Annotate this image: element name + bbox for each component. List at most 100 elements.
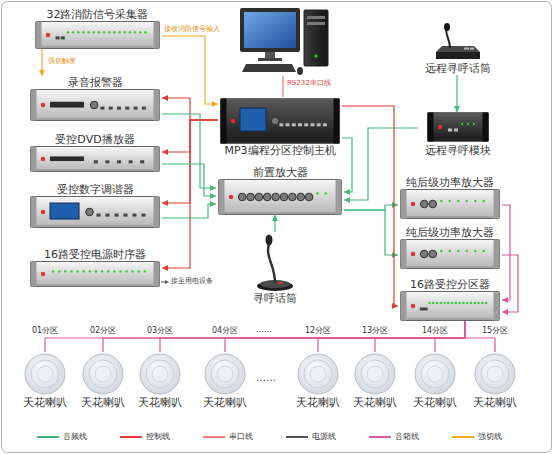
desk-microphone [420, 22, 495, 62]
connector-line [502, 255, 518, 312]
arrowhead [210, 193, 216, 199]
legend-text: 音频线 [63, 432, 87, 441]
ceiling-speaker: 天花喇叭 [195, 352, 255, 409]
arrowhead [212, 101, 218, 107]
connector [103, 321, 465, 352]
connector-line [318, 321, 465, 352]
connector-line [162, 114, 216, 188]
power-amplifier: 纯后级功率放大器 [398, 176, 502, 219]
connector [162, 95, 218, 120]
arrowhead [162, 95, 168, 101]
arrowhead [272, 215, 278, 221]
connector [160, 321, 465, 352]
output-arrow [161, 280, 169, 284]
arrowhead [502, 309, 508, 315]
device-picture [218, 98, 342, 144]
connector [162, 164, 216, 199]
legend-item: 控制线 [120, 432, 170, 442]
device-label: 受控DVD播放器 [28, 133, 162, 146]
connector [502, 255, 518, 315]
device-picture [288, 352, 348, 396]
rack-unit [30, 146, 160, 172]
connector-line [162, 204, 216, 218]
connector [162, 36, 218, 107]
connector-line [225, 321, 465, 352]
device-label: 纯后级功率放大器 [398, 176, 502, 189]
device-label: 受控数字调谐器 [28, 183, 162, 196]
device-picture [345, 352, 405, 396]
rack-unit [30, 196, 160, 228]
speaker-grille [75, 352, 131, 396]
device-label: 远程寻呼话筒 [418, 62, 497, 75]
note-label: 接至用电设备 [171, 277, 213, 285]
zone-label: 12分区 [304, 326, 332, 336]
ceiling-speaker: 天花喇叭 [345, 352, 405, 409]
signal-collector: 32路消防信号采集器 [33, 8, 162, 49]
arrowhead [454, 106, 460, 112]
recorder-alarm: 录音报警器 [28, 76, 162, 121]
device-picture [398, 239, 502, 269]
arrowhead [39, 70, 45, 76]
connector [45, 321, 465, 352]
device-picture [195, 352, 255, 396]
speaker-grille [407, 352, 463, 396]
legend-swatch [120, 436, 142, 438]
legend-text: 串口线 [229, 432, 253, 441]
arrowhead [392, 252, 398, 258]
connector [272, 215, 278, 232]
paging-mic: 寻呼话筒 [243, 232, 307, 305]
connector-line [162, 164, 216, 196]
arrowhead [162, 200, 168, 206]
power-sequencer: 16路受控电源时序器 [28, 248, 162, 287]
connector [342, 106, 398, 309]
device-label: 纯后级功率放大器 [398, 226, 502, 239]
device-picture [28, 146, 162, 172]
arrowhead [392, 202, 398, 208]
connector-line [162, 36, 218, 104]
connector [225, 321, 465, 352]
device-label: 前置放大器 [216, 166, 344, 179]
zone-label: 01分区 [31, 326, 59, 336]
ceiling-speaker: 天花喇叭 [288, 352, 348, 409]
legend-swatch [37, 436, 59, 438]
connector-line [160, 321, 465, 352]
device-picture [398, 189, 502, 219]
ceiling-speaker: 天花喇叭 [130, 352, 190, 409]
connector-line [103, 321, 465, 352]
arrowhead [210, 201, 216, 207]
computer-illustration [240, 8, 328, 75]
legend-item: 音频线 [37, 432, 87, 442]
rack-unit [30, 261, 160, 287]
connector [318, 321, 465, 352]
power-amplifier: 纯后级功率放大器 [398, 226, 502, 269]
ceiling-speaker: 天花喇叭 [405, 352, 465, 409]
connector [502, 205, 510, 303]
speaker-grille [197, 352, 253, 396]
remote-paging-module: 远程寻呼模块 [418, 112, 497, 157]
legend-item: 串口线 [203, 432, 253, 442]
speaker-grille [132, 352, 188, 396]
speaker-grille [347, 352, 403, 396]
legend-text: 控制线 [146, 432, 170, 441]
speaker-grille [290, 352, 346, 396]
device-label: 天花喇叭 [465, 396, 525, 409]
rack-unit [35, 21, 160, 49]
legend-item: 电源线 [286, 432, 336, 442]
arrowhead [162, 265, 168, 271]
note-label: …… [256, 325, 272, 335]
rack-unit [30, 89, 160, 121]
connector [162, 114, 216, 191]
device-label: 天花喇叭 [345, 396, 405, 409]
zone-label: 03分区 [146, 326, 174, 336]
device-picture [15, 352, 75, 396]
device-label: 16路受控电源时序器 [28, 248, 162, 261]
connector [162, 201, 216, 218]
arrowhead [210, 185, 216, 191]
device-picture [73, 352, 133, 396]
device-label: 32路消防信号采集器 [33, 8, 162, 21]
device-picture [418, 22, 497, 62]
device-picture [418, 112, 497, 144]
signal-label: 接收消防信号输入 [163, 25, 221, 33]
zone-label: 14分区 [421, 326, 449, 336]
